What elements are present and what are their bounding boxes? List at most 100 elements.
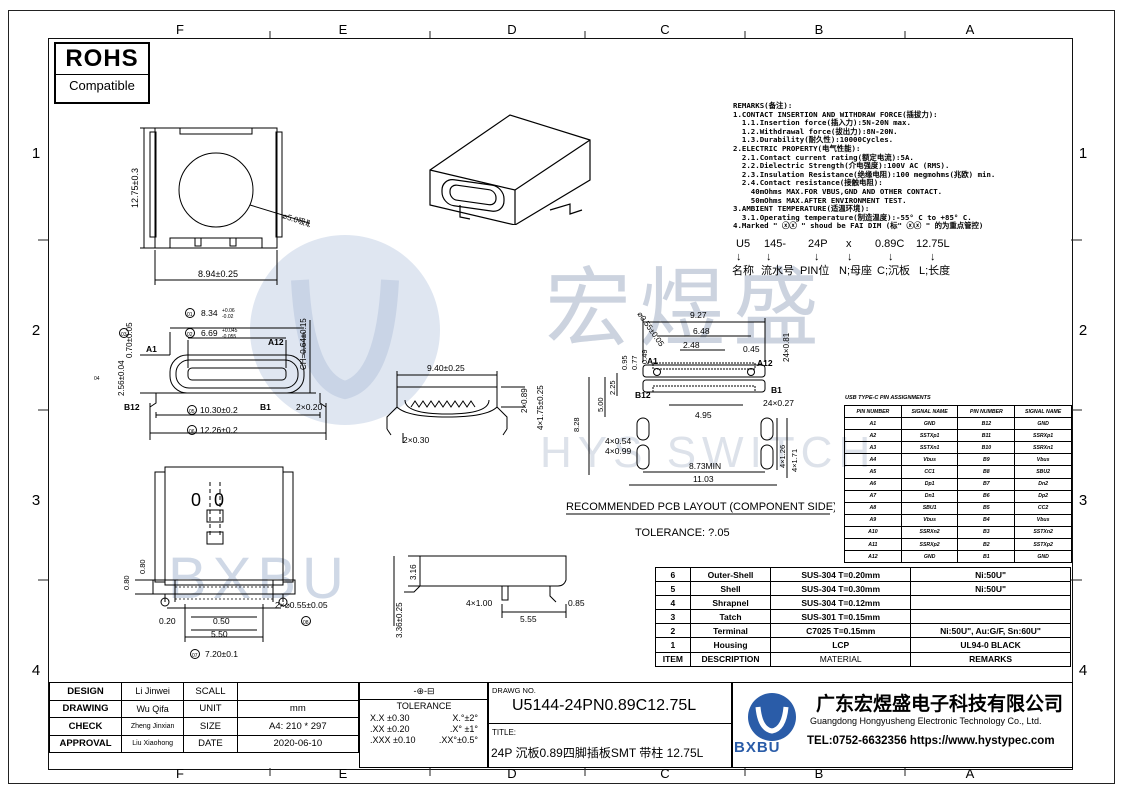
table-cell: SSTXn1 <box>900 441 959 455</box>
dim-bottom-550: 5.50 <box>211 629 228 639</box>
svg-text:↓: ↓ <box>847 251 853 263</box>
svg-text:↓: ↓ <box>736 251 742 263</box>
row-label: 1 <box>1078 145 1088 162</box>
dim-bottom-080a: 0.80 <box>122 575 131 590</box>
bom-cell: Shrapnel <box>689 595 772 611</box>
pcb-p027: 24×0.27 <box>763 398 794 408</box>
table-cell: A12 <box>844 550 902 564</box>
pcb-s099: 4×0.99 <box>605 446 632 456</box>
bom-header: ITEM <box>655 651 691 667</box>
dim-top-width: 8.94±0.25 <box>198 269 238 279</box>
pcb-v095: 0.95 <box>620 355 629 370</box>
bom-cell: C7025 T=0.15mm <box>770 623 912 639</box>
row-label: 2 <box>1078 322 1088 339</box>
watermark-logo-text: BXBU <box>168 546 350 611</box>
bubble-label: 01 <box>187 312 193 318</box>
bom-header-row: ITEM DESCRIPTION MATERIAL REMARKS <box>655 651 1071 667</box>
bom-cell: LCP <box>770 637 912 653</box>
pcb-w1103: 11.03 <box>693 474 714 484</box>
code-meaning: PIN位 <box>800 263 829 277</box>
pcb-s054: 4×0.54 <box>605 436 632 446</box>
table-cell: A8 <box>844 501 902 515</box>
dim-front-d03: 0.70±0.05 <box>125 322 134 358</box>
dim-top-height: 12.75±0.3 <box>130 168 140 208</box>
pcb-label-a12: A12 <box>757 358 773 368</box>
table-header: PIN NUMBER <box>844 404 902 419</box>
column-label: D <box>507 766 517 781</box>
table-cell: GND <box>900 550 959 564</box>
code-part: 145- <box>764 238 786 250</box>
title-block-label: DATE <box>183 734 238 753</box>
profile-view-drawing: 3.16 3.36±0.25 4×1.00 5.55 0.85 <box>393 555 585 638</box>
pcb-dia: ⌀0.55±0.05 <box>635 310 666 349</box>
column-label: A <box>965 22 975 37</box>
rohs-title: ROHS <box>56 44 148 75</box>
title-label: TITLE: <box>492 728 517 737</box>
code-part: 24P <box>808 238 828 250</box>
pcb-v500: 5.00 <box>596 397 605 412</box>
top-view-drawing: 12.75±0.3 8.94±0.25 ⌀5.0吸取区域 <box>130 127 310 285</box>
pin-assignment-table: PIN NUMBER SIGNAL NAME PIN NUMBER SIGNAL… <box>844 404 1072 564</box>
table-cell: SBU1 <box>900 501 959 515</box>
dim-profile-085: 0.85 <box>568 598 585 608</box>
remark-line: 3.1.Operating temperature(制造温度):-55° C t… <box>733 212 972 222</box>
bom-cell: SUS-304 T=0.20mm <box>770 566 912 583</box>
pcb-v225: 2.25 <box>608 380 617 395</box>
dim-front-d02-toldn: -0.055 <box>222 334 236 340</box>
column-label: C <box>660 22 670 37</box>
row-label: 4 <box>31 662 41 679</box>
svg-text:↓: ↓ <box>930 251 936 263</box>
bom-header: DESCRIPTION <box>689 651 772 667</box>
pcb-caption: RECOMMENDED PCB LAYOUT (COMPONENT SIDE) <box>566 501 835 513</box>
dim-front-d06: 12.26±0.2 <box>200 425 238 435</box>
column-label: E <box>338 22 348 37</box>
bom-cell <box>910 595 1071 611</box>
dim-bottom-020: 0.20 <box>159 616 176 626</box>
bubble-label: 04 <box>94 376 100 382</box>
table-cell: B7 <box>957 477 1016 491</box>
row-label: 3 <box>1078 492 1088 509</box>
table-header: PIN NUMBER <box>957 404 1016 419</box>
dim-side-width: 9.40±0.25 <box>427 363 465 373</box>
bom-cell: 4 <box>655 595 691 611</box>
table-cell: Vbus <box>900 453 959 467</box>
drawing-border-outer <box>8 10 1115 784</box>
title-block-value <box>236 682 360 701</box>
table-cell: A11 <box>844 538 902 552</box>
drawing-title: 24P 沉板0.89四脚插板SMT 带柱 12.75L <box>491 746 704 760</box>
bom-cell: Ni:50U" <box>910 581 1071 597</box>
row-label: 2 <box>31 322 41 339</box>
tolerance-linear: .XX ±0.20 <box>370 724 410 734</box>
table-cell: B11 <box>957 429 1016 443</box>
title-block-value: A4: 210 * 297 <box>236 717 360 736</box>
pcb-w927: 9.27 <box>690 310 707 320</box>
table-cell: SSTXn2 <box>1014 525 1072 540</box>
remarks-block: REMARKS(备注): 1.CONTACT INSERTION AND WIT… <box>733 101 1073 231</box>
table-cell: SSRXp1 <box>1014 429 1072 443</box>
dim-front-pitch: 2×0.20 <box>296 402 323 412</box>
table-cell: SSRXp2 <box>900 538 959 552</box>
front-view-drawing: 01 8.34 +0.06 -0.02 02 6.69 +0.045 -0.05… <box>94 308 327 440</box>
table-cell: Vbus <box>900 513 959 527</box>
dim-front-d01: 8.34 <box>201 308 218 318</box>
bom-cell: Outer-Shell <box>689 566 772 583</box>
remark-line: 40mOhms MAX.FOR VBUS,GND AND OTHER CONTA… <box>733 186 943 196</box>
column-label: E <box>338 766 348 781</box>
code-meaning: 名称 <box>732 263 754 277</box>
bom-cell: 2 <box>655 623 691 639</box>
table-cell: A5 <box>844 465 902 479</box>
table-cell: SBU2 <box>1014 465 1072 479</box>
bom-cell: Ni:50U" <box>910 566 1071 583</box>
svg-text:↓: ↓ <box>766 251 772 263</box>
pcb-label-b12: B12 <box>635 390 651 400</box>
table-cell: CC2 <box>1014 501 1072 515</box>
company-block: BXBU 广东宏煜盛电子科技有限公司 Guangdong Hongyusheng… <box>731 682 1073 768</box>
label-b1: B1 <box>260 402 271 412</box>
